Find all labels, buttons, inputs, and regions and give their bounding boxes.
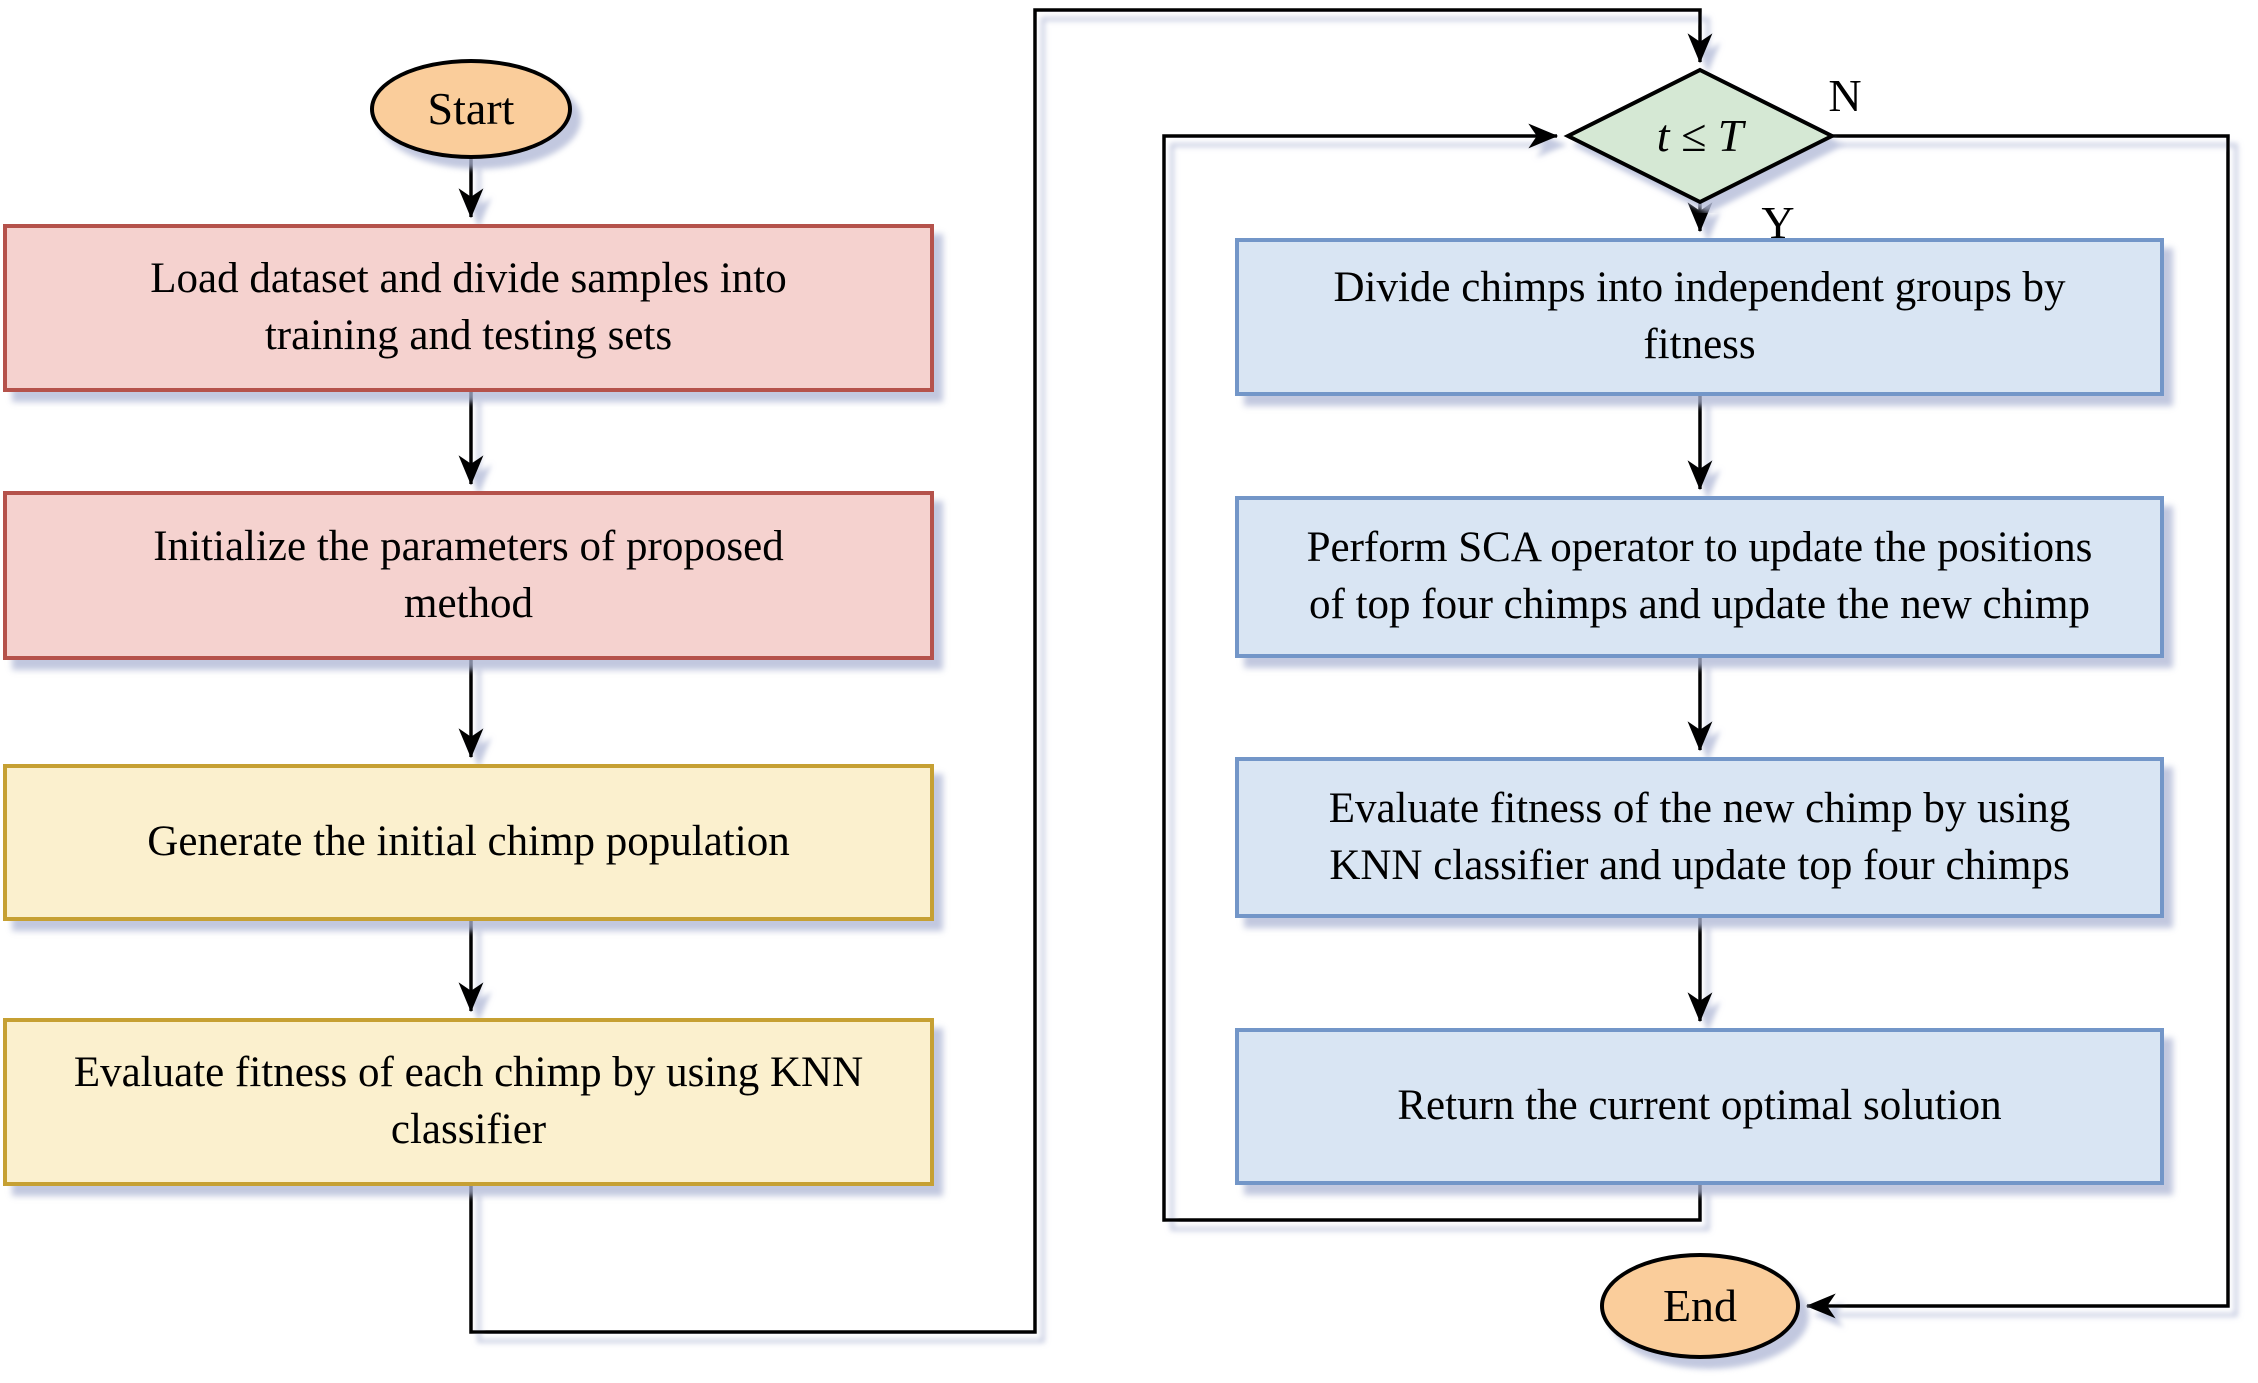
process-evaluate-new-chimp: Evaluate fitness of the new chimp by usi… [1235,757,2164,918]
edge-return-loop-to-decision [1162,123,1702,1222]
process-label: Load dataset and divide samples into tra… [150,255,787,359]
process-label: Evaluate fitness of the new chimp by usi… [1328,784,2071,889]
end-terminal: End [1600,1253,1800,1359]
process-label: Divide chimps into independent groups by… [1333,264,2066,368]
process-return-solution: Return the current optimal solution [1235,1028,2164,1185]
end-label: End [1662,1279,1738,1331]
decision-condition-label: t ≤ T [1656,109,1744,161]
process-label: Generate the initial chimp population [147,818,790,866]
start-label: Start [427,82,515,134]
process-initialize-parameters: Initialize the parameters of proposed me… [3,491,934,660]
process-label: Evaluate fitness of each chimp by using … [73,1049,864,1153]
process-evaluate-fitness-knn: Evaluate fitness of each chimp by using … [3,1018,934,1186]
start-terminal: Start [370,59,572,159]
process-load-dataset: Load dataset and divide samples into tra… [3,224,934,392]
process-generate-population: Generate the initial chimp population [3,764,934,921]
process-perform-sca: Perform SCA operator to update the posit… [1235,496,2164,658]
branch-yes-label: Y [1761,196,1795,248]
decision-diamond [1563,67,1837,205]
process-label: Perform SCA operator to update the posit… [1306,524,2093,628]
process-label: Return the current optimal solution [1397,1082,2002,1130]
branch-no-label: N [1828,69,1862,121]
process-label: Initialize the parameters of proposed me… [153,522,784,627]
edge-decision-no-to-end [1805,134,2230,1319]
edge-evalknn-to-decision [469,8,1713,1334]
process-divide-groups: Divide chimps into independent groups by… [1235,238,2164,396]
